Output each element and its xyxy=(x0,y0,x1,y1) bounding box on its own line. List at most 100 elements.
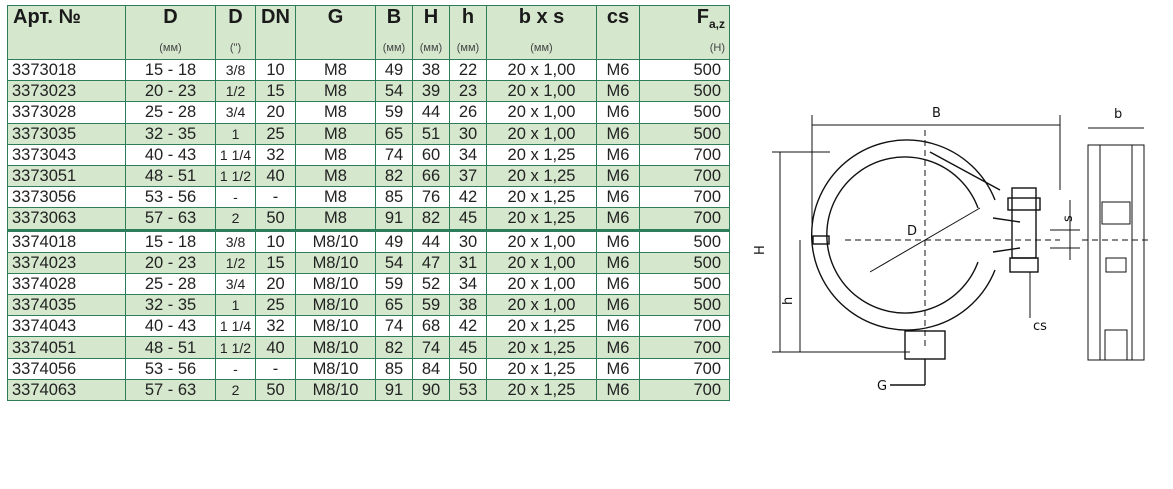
cell-bxs: 20 x 1,25 xyxy=(486,164,597,188)
force-symbol: F xyxy=(696,6,709,28)
cell-d-mm: 20 - 23 xyxy=(125,80,216,103)
cell-article: 3373035 xyxy=(7,122,126,145)
cell-force: 700 xyxy=(639,357,730,380)
cell-force: 700 xyxy=(639,315,730,338)
cell-b: 59 xyxy=(375,101,413,124)
col-header-g: G xyxy=(295,5,376,36)
cell-b: 91 xyxy=(375,378,413,402)
cell-force: 500 xyxy=(639,122,730,145)
cell-dn: 50 xyxy=(255,207,296,231)
cell-d-mm: 25 - 28 xyxy=(125,272,216,296)
clamp-inner-ring xyxy=(826,156,979,314)
cell-cs: M6 xyxy=(596,58,640,82)
cell-force: 500 xyxy=(639,228,730,253)
cell-h-lower: 31 xyxy=(449,251,487,274)
cell-h-lower: 22 xyxy=(449,58,487,82)
cell-g: M8 xyxy=(295,80,376,103)
col-header-d-inch: D xyxy=(215,5,256,36)
cell-g: M8/10 xyxy=(295,251,376,274)
cell-d-mm: 40 - 43 xyxy=(125,315,216,338)
cell-h-lower: 45 xyxy=(449,336,487,359)
cell-bxs: 20 x 1,25 xyxy=(486,143,597,166)
cell-cs: M6 xyxy=(596,80,640,103)
cell-cs: M6 xyxy=(596,251,640,274)
unit-dn xyxy=(255,36,296,60)
cell-bxs: 20 x 1,00 xyxy=(486,101,597,124)
cell-d-mm: 15 - 18 xyxy=(125,58,216,82)
cell-g: M8/10 xyxy=(295,228,376,253)
cell-b: 85 xyxy=(375,186,413,209)
cell-dn: 25 xyxy=(255,294,296,317)
unit-article xyxy=(7,36,126,60)
col-header-h-upper: H xyxy=(412,5,450,36)
dim-label-s: s xyxy=(1061,215,1076,222)
cell-cs: M6 xyxy=(596,228,640,253)
cell-h-lower: 45 xyxy=(449,207,487,231)
cell-h-upper: 44 xyxy=(412,101,450,124)
col-header-bxs: b x s xyxy=(486,5,597,36)
cell-cs: M6 xyxy=(596,315,640,338)
unit-g xyxy=(295,36,376,60)
cell-h-lower: 53 xyxy=(449,378,487,402)
cell-bxs: 20 x 1,00 xyxy=(486,272,597,296)
cell-force: 500 xyxy=(639,101,730,124)
cell-d-inch: 1 xyxy=(215,294,256,317)
col-header-article: Арт. № xyxy=(7,5,126,36)
cell-d-mm: 20 - 23 xyxy=(125,251,216,274)
unit-bxs: (мм) xyxy=(486,36,597,60)
cell-b: 85 xyxy=(375,357,413,380)
cell-cs: M6 xyxy=(596,378,640,402)
cell-force: 700 xyxy=(639,164,730,188)
cell-b: 91 xyxy=(375,207,413,231)
force-subscript: a,z xyxy=(708,17,725,31)
col-header-h-lower: h xyxy=(449,5,487,36)
unit-h-upper: (мм) xyxy=(412,36,450,60)
cell-d-inch: 1 1/4 xyxy=(215,315,256,338)
cell-b: 82 xyxy=(375,164,413,188)
cell-h-lower: 30 xyxy=(449,228,487,253)
cell-d-mm: 40 - 43 xyxy=(125,143,216,166)
cell-b: 54 xyxy=(375,251,413,274)
cell-d-inch: 1/2 xyxy=(215,80,256,103)
cell-force: 500 xyxy=(639,251,730,274)
cell-article: 3374023 xyxy=(7,251,126,274)
unit-h-lower: (мм) xyxy=(449,36,487,60)
cell-article: 3374043 xyxy=(7,315,126,338)
cell-d-mm: 57 - 63 xyxy=(125,378,216,402)
cell-d-inch: 1 1/2 xyxy=(215,336,256,359)
cell-dn: 32 xyxy=(255,315,296,338)
cell-h-upper: 76 xyxy=(412,186,450,209)
cell-h-lower: 50 xyxy=(449,357,487,380)
cell-cs: M6 xyxy=(596,164,640,188)
col-header-force: Fa,z xyxy=(639,5,730,36)
cell-b: 54 xyxy=(375,80,413,103)
cell-g: M8 xyxy=(295,122,376,145)
cell-g: M8 xyxy=(295,186,376,209)
cell-h-upper: 44 xyxy=(412,228,450,253)
cell-d-inch: 3/8 xyxy=(215,58,256,82)
cell-bxs: 20 x 1,25 xyxy=(486,357,597,380)
col-header-d-mm: D xyxy=(125,5,216,36)
cell-g: M8 xyxy=(295,101,376,124)
cell-d-inch: 3/4 xyxy=(215,101,256,124)
cell-force: 700 xyxy=(639,186,730,209)
cell-b: 82 xyxy=(375,336,413,359)
cell-h-upper: 84 xyxy=(412,357,450,380)
cell-article: 3373028 xyxy=(7,101,126,124)
cell-force: 700 xyxy=(639,378,730,402)
cell-g: M8 xyxy=(295,207,376,231)
clamp-outer-ring xyxy=(811,139,996,331)
dim-label-b: b xyxy=(1114,107,1122,122)
cell-g: M8/10 xyxy=(295,272,376,296)
cell-d-inch: 2 xyxy=(215,207,256,231)
cell-b: 74 xyxy=(375,143,413,166)
cell-h-lower: 34 xyxy=(449,272,487,296)
cell-bxs: 20 x 1,00 xyxy=(486,58,597,82)
cell-d-mm: 25 - 28 xyxy=(125,101,216,124)
